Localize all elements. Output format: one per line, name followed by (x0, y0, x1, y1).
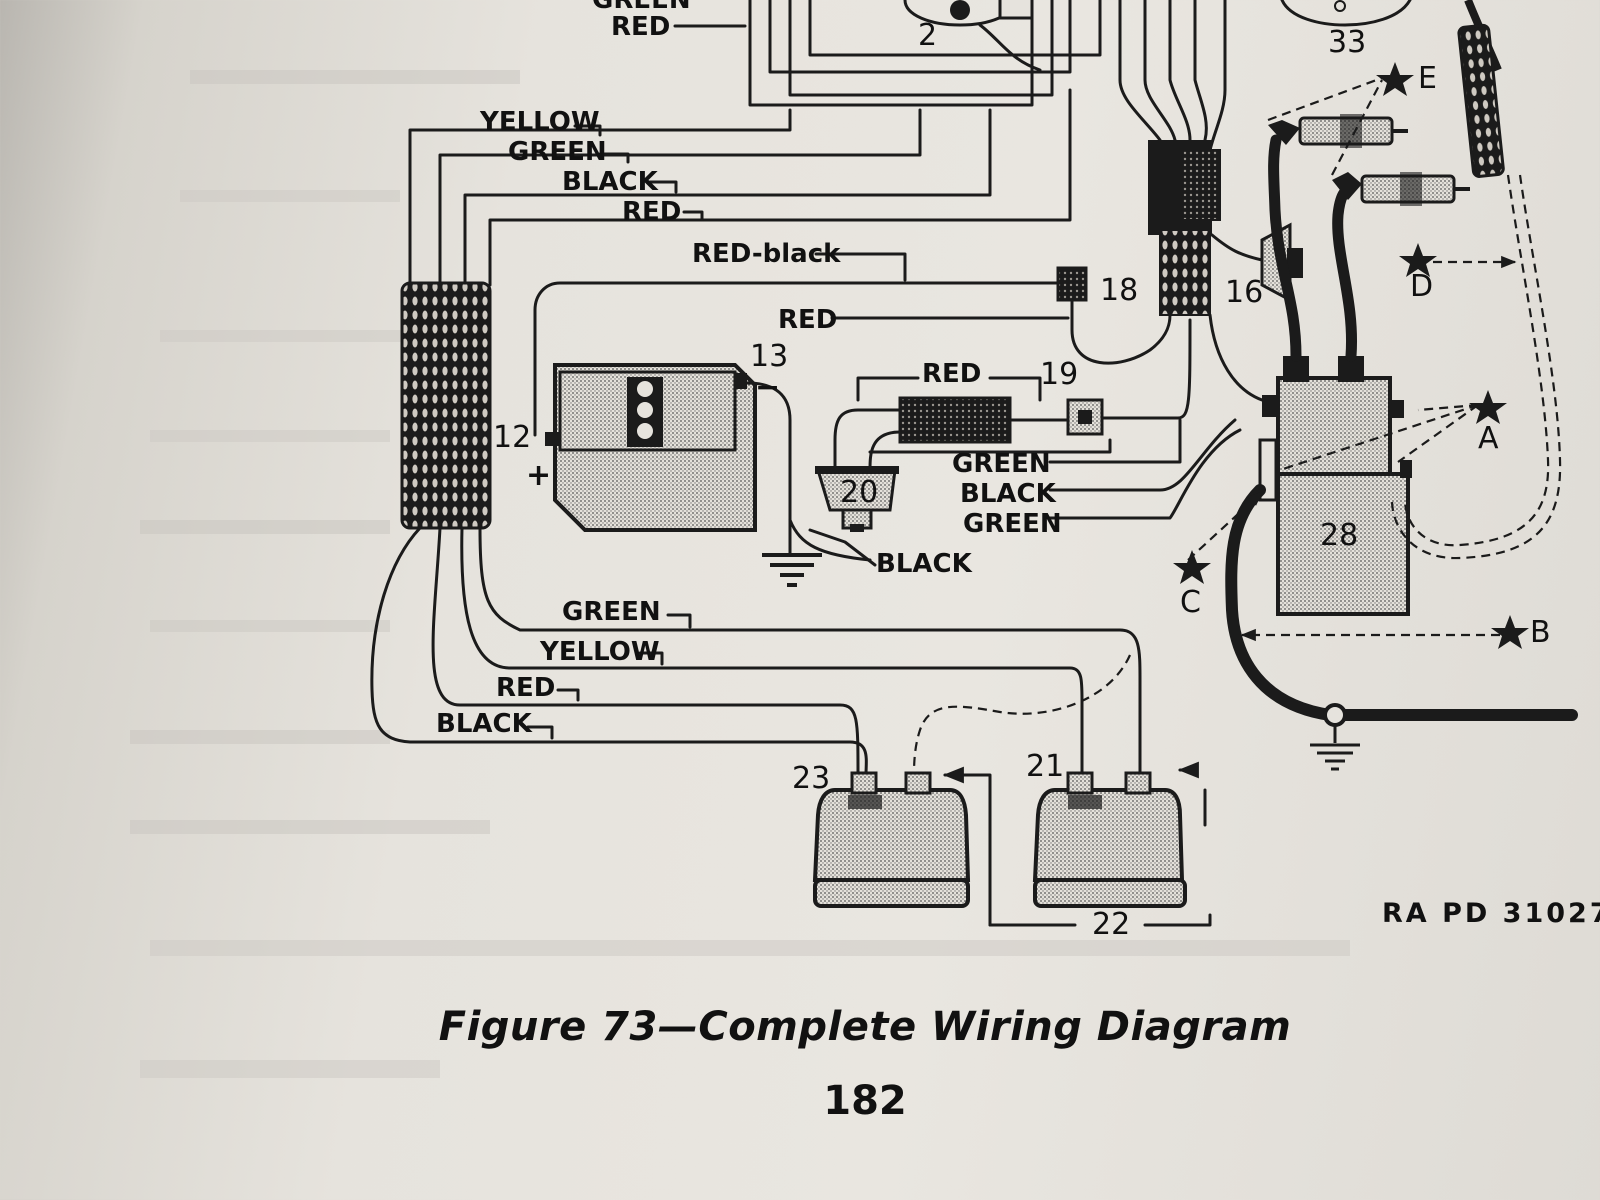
star-markers (1173, 62, 1529, 649)
label-green-top: GREEN (592, 0, 691, 15)
label-green-lower: GREEN (562, 597, 661, 627)
distributor-top (903, 0, 1034, 27)
terminal-minus: − (755, 370, 780, 405)
number-33: 33 (1328, 25, 1366, 60)
label-black-1: BLACK (562, 167, 659, 197)
number-23: 23 (792, 761, 830, 796)
number-18: 18 (1100, 273, 1138, 308)
number-21: 21 (1026, 749, 1064, 784)
label-red-top: RED (611, 12, 670, 42)
label-black-lower: BLACK (436, 709, 533, 739)
star-label-e: E (1418, 61, 1437, 96)
left-harness-loom (400, 281, 492, 530)
spark-plug-1 (1268, 114, 1408, 148)
label-green-1: GREEN (508, 137, 607, 167)
junction-block (1179, 149, 1221, 221)
star-d (1399, 243, 1437, 277)
star-b (1491, 615, 1529, 649)
battery-12-13 (545, 363, 757, 532)
star-label-b: B (1530, 615, 1551, 650)
label-red-2: RED (778, 305, 837, 335)
terminal-18 (1056, 266, 1088, 302)
star-e (1376, 62, 1414, 96)
star-label-c: C (1180, 585, 1201, 620)
generator-ground-symbol (1310, 743, 1360, 771)
label-black-2: BLACK (960, 479, 1057, 509)
label-black-ground: BLACK (876, 549, 973, 579)
number-19: 19 (1040, 357, 1078, 392)
label-red-black: RED-black (692, 239, 841, 269)
resistor-block (898, 396, 1012, 444)
label-red-1: RED (622, 197, 681, 227)
number-22: 22 (1092, 907, 1130, 942)
number-28: 28 (1320, 518, 1358, 553)
ground-cable (1225, 484, 1578, 721)
coil-21 (1032, 771, 1187, 908)
label-red-3: RED (922, 359, 981, 389)
number-13: 13 (750, 339, 788, 374)
bleed-through-text (130, 70, 1350, 1078)
component-33-cap (1280, 0, 1412, 27)
battery-ground-symbol (762, 553, 822, 587)
terminal-plus: + (526, 458, 551, 493)
figure-title: Figure 73—Complete Wiring Diagram (438, 1004, 1292, 1050)
spark-plug-lead-2 (1332, 179, 1358, 362)
number-12: 12 (493, 420, 531, 455)
coil-23 (812, 771, 971, 908)
lower-harness-loom (1159, 229, 1211, 316)
number-16: 16 (1225, 275, 1263, 310)
label-yellow-lower: YELLOW (539, 637, 660, 667)
spark-plug-lead-1 (1268, 134, 1302, 362)
star-c (1173, 550, 1211, 584)
number-20: 20 (840, 475, 878, 510)
number-2: 2 (918, 18, 937, 53)
label-yellow-1: YELLOW (479, 107, 600, 137)
component-20 (815, 466, 899, 532)
spark-plug-2 (1332, 172, 1470, 206)
star-a (1469, 390, 1507, 424)
label-red-lower: RED (496, 673, 555, 703)
reference-code: RA PD 31027 (1382, 898, 1600, 929)
label-leaders (526, 24, 1070, 740)
star-label-a: A (1478, 421, 1499, 456)
page-number: 182 (823, 1078, 907, 1124)
label-green-3: GREEN (963, 509, 1062, 539)
label-green-2: GREEN (952, 449, 1051, 479)
star-label-d: D (1410, 269, 1433, 304)
generator-28 (1258, 356, 1412, 616)
